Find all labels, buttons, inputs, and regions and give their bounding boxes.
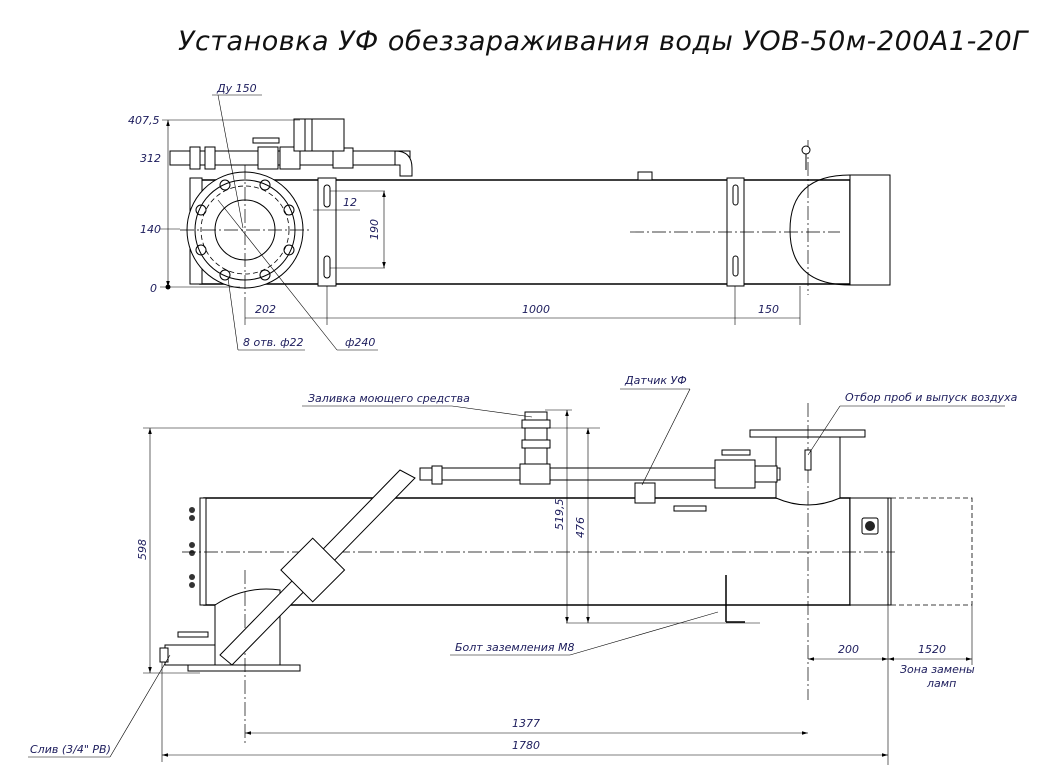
label-holes: 8 отв. ф22	[243, 336, 304, 349]
label-du150: Ду 150	[216, 82, 257, 95]
drawing-title: Установка УФ обеззараживания воды УОВ-50…	[178, 26, 1029, 57]
dim-312: 312	[140, 152, 161, 165]
label-lamp-zone-2: ламп	[926, 677, 956, 690]
side-view: 598 519,5 476 200 1520 Зона замены ламп …	[28, 374, 1018, 765]
flange	[180, 165, 310, 300]
dim-1377: 1377	[512, 717, 540, 730]
dim-1000: 1000	[522, 303, 550, 316]
label-uv-sensor: Датчик УФ	[624, 374, 687, 387]
dim-519: 519,5	[553, 499, 566, 531]
dim-0: 0	[150, 282, 157, 295]
label-ground-bolt: Болт заземления М8	[455, 641, 574, 654]
label-diameter: ф240	[345, 336, 375, 349]
side-pipework	[159, 411, 781, 666]
label-drain: Слив (3/4" РВ)	[30, 743, 111, 756]
dim-140: 140	[140, 223, 161, 236]
dim-150: 150	[758, 303, 779, 316]
dim-200: 200	[838, 643, 859, 656]
top-dimensions: 407,5 312 140 0 202 1000 150 12 190 Ду 1…	[128, 82, 801, 351]
label-lamp-zone-1: Зона замены	[900, 663, 975, 676]
dim-476: 476	[574, 517, 587, 538]
side-leaders: Заливка моющего средства Датчик УФ Отбор…	[28, 374, 1018, 758]
top-pipework	[169, 118, 413, 177]
dim-598: 598	[136, 539, 149, 560]
side-dimensions: 598 519,5 476 200 1520 Зона замены ламп …	[136, 409, 975, 765]
dim-1520: 1520	[918, 643, 946, 656]
label-sampling: Отбор проб и выпуск воздуха	[845, 391, 1018, 404]
dim-407: 407,5	[128, 114, 160, 127]
side-reactor-body	[182, 403, 973, 745]
label-detergent: Заливка моющего средства	[308, 392, 470, 405]
dim-202: 202	[255, 303, 276, 316]
dim-1780: 1780	[512, 739, 540, 752]
top-view: 407,5 312 140 0 202 1000 150 12 190 Ду 1…	[128, 82, 891, 351]
dim-12: 12	[343, 196, 357, 209]
dim-190: 190	[368, 219, 381, 240]
